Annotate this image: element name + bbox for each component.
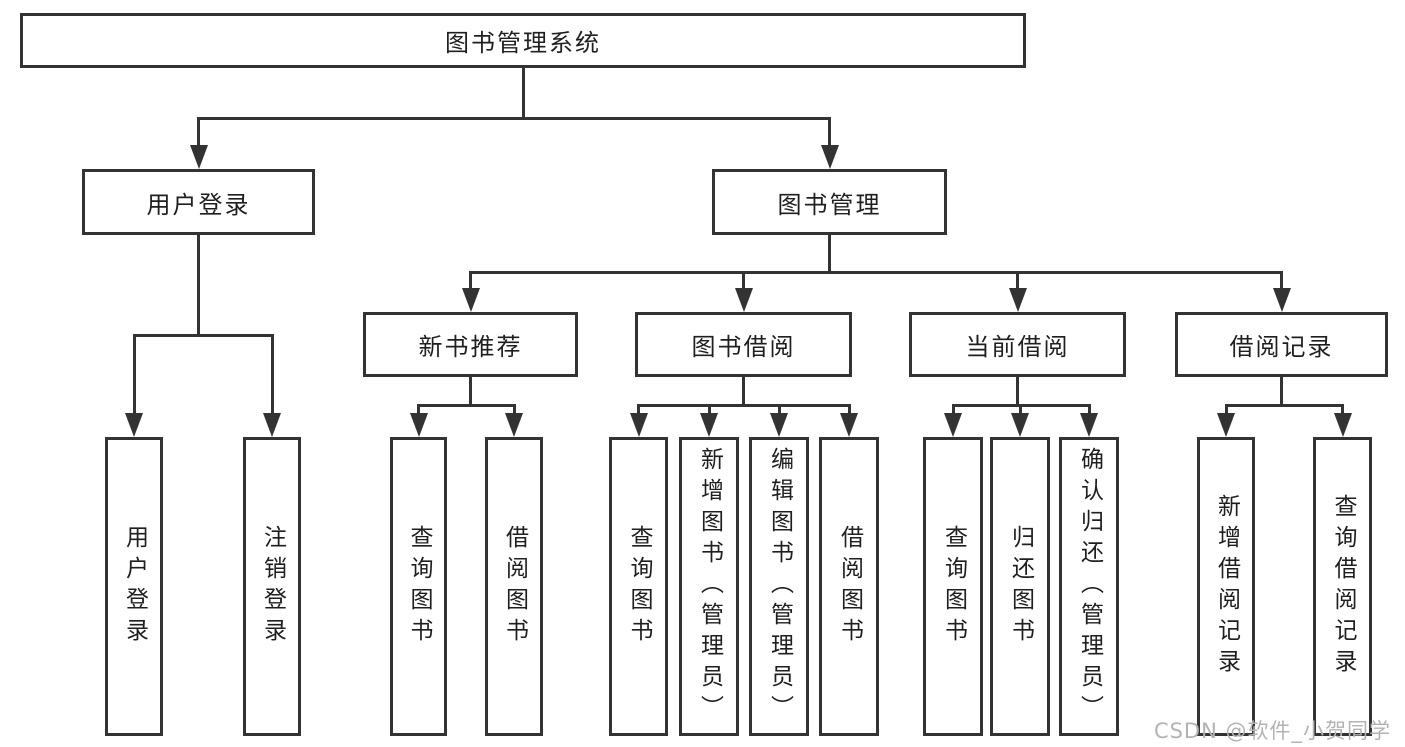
node-book-borrow: 图书借阅 [635,312,852,377]
connector-line [469,270,1283,274]
node-label: 借阅图书 [836,524,863,649]
arrowhead [734,288,753,312]
arrowhead [409,413,428,437]
connector-line [828,116,831,147]
connector-line [132,333,274,337]
node-label: 查询图书 [940,524,967,649]
connector-line [417,403,420,415]
connector-line [521,67,525,120]
node-leaf-user-login: 用户登录 [105,437,163,736]
arrowhead [189,145,208,169]
connector-line [828,234,831,274]
node-new-book-rec: 新书推荐 [363,312,578,377]
arrowhead [1011,413,1029,437]
node-label: 借阅图书 [501,524,528,649]
node-leaf-add-book: 新增图书（管理员） [679,437,739,736]
node-leaf-query-borrow-record: 查询借阅记录 [1313,437,1372,736]
node-label: 查询图书 [406,524,432,649]
node-label: 图书借阅 [691,333,796,361]
arrowhead [1333,413,1352,437]
arrowhead [505,413,523,437]
connector-line [1016,270,1019,290]
node-label: 查询图书 [626,524,652,649]
connector-line [1018,403,1022,415]
node-label: 用户登录 [121,524,148,649]
connector-line [742,270,745,290]
node-label: 查询借阅记录 [1330,493,1356,680]
node-label: 编辑图书（管理员） [766,447,793,726]
connector-line [847,403,851,415]
node-label: 借阅记录 [1229,333,1334,361]
node-label: 新书推荐 [418,333,523,361]
connector-line [1341,403,1344,415]
node-leaf-edit-book: 编辑图书（管理员） [749,437,809,736]
node-user-login: 用户登录 [82,169,315,235]
node-label: 用户登录 [146,190,251,219]
node-current-borrow: 当前借阅 [909,312,1126,377]
node-borrow-record: 借阅记录 [1175,312,1388,377]
connector-line [742,376,745,407]
node-leaf-borrow-book: 借阅图书 [819,437,879,736]
connector-line [637,403,640,415]
node-leaf-confirm-return: 确认归还（管理员） [1059,437,1119,736]
connector-line [707,403,711,415]
arrowhead [1008,288,1027,312]
arrowhead [629,413,648,437]
connector-line [132,333,136,415]
arrowhead [700,413,718,437]
arrowhead [125,413,143,437]
node-label: 图书管理 [777,190,882,219]
connector-line [1224,403,1228,415]
connector-line [197,116,831,120]
node-book-mgmt: 图书管理 [712,169,947,235]
connector-line [1280,270,1283,290]
connector-line [469,376,472,407]
arrowhead [1080,413,1098,437]
node-leaf-query-book-new: 查询图书 [390,437,447,736]
node-label: 归还图书 [1007,524,1034,649]
arrowhead [820,145,839,169]
node-label: 注销登录 [259,524,286,649]
connector-line [270,333,274,415]
connector-line [197,234,200,337]
node-label: 新增借阅记录 [1213,493,1240,680]
connector-line [417,403,516,407]
node-label: 图书管理系统 [445,29,601,57]
connector-line [1016,376,1019,407]
arrowhead [1272,288,1291,312]
connector-line [1087,403,1091,415]
connector-line [637,403,851,407]
arrowhead [770,413,788,437]
arrowhead [461,288,480,312]
node-label: 当前借阅 [965,333,1070,361]
arrowhead [1217,413,1235,437]
watermark: CSDN @软件_小贺同学 [1153,719,1391,743]
node-leaf-query-book-cur: 查询图书 [923,437,983,736]
node-leaf-borrow-book-new: 借阅图书 [485,437,543,736]
node-root: 图书管理系统 [20,13,1026,68]
connector-line [197,116,200,147]
connector-line [1224,403,1344,407]
node-leaf-return-book: 归还图书 [990,437,1050,736]
node-leaf-query-book-borrow: 查询图书 [609,437,668,736]
node-label: 新增图书（管理员） [696,447,723,726]
node-leaf-logout: 注销登录 [243,437,301,736]
arrowhead [263,413,281,437]
node-label: 确认归还（管理员） [1076,447,1103,726]
node-leaf-add-borrow-record: 新增借阅记录 [1197,437,1255,736]
connector-line [512,403,516,415]
connector-line [1280,376,1283,407]
connector-line [777,403,781,415]
connector-line [469,270,472,290]
arrowhead [840,413,858,437]
connector-line [951,403,955,415]
arrowhead [944,413,962,437]
